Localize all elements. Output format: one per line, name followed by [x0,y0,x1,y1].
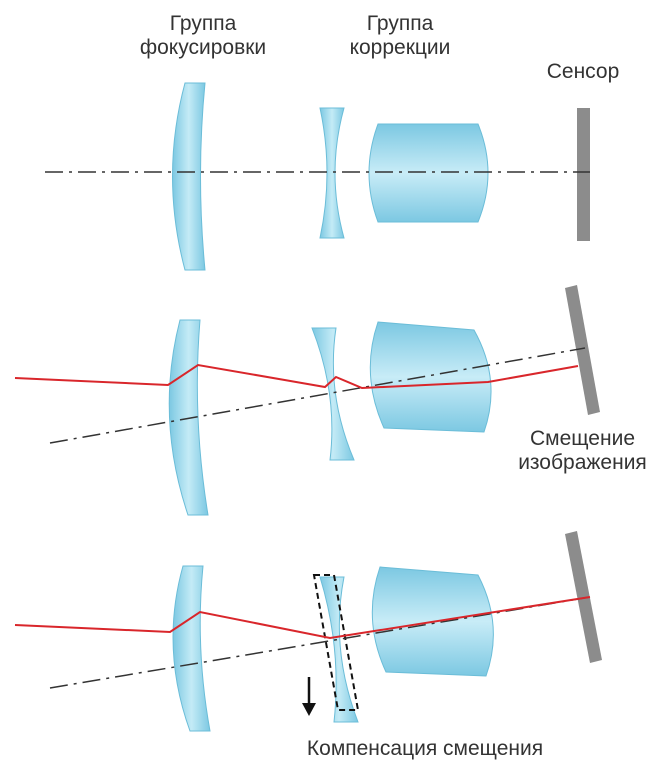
optical-axis [49,596,591,689]
arrow-down-icon [302,677,316,716]
focus-group-label-line-2: фокусировки [139,36,267,59]
correction-block [369,321,492,433]
sensor [565,531,602,663]
correction-group-label-line-1: Группа [366,12,434,35]
image-shift-label-line-1: Смещение [529,427,635,450]
light-ray [14,596,591,640]
correction-group-label: Группа коррекции [330,12,470,60]
focus-lens [172,565,211,732]
focus-lens [172,82,206,271]
panel-reference [45,82,590,271]
shift-compensation-label: Компенсация смещения [270,737,580,761]
correction-lens [319,576,359,723]
sensor [577,108,590,241]
correction-lens [311,327,355,461]
sensor [565,285,600,415]
correction-block [368,123,489,223]
focus-group-label: Группа фокусировки [118,12,288,60]
sensor-label-text: Сенсор [546,60,620,83]
optical-axis [49,347,586,444]
correction-lens-original-position [312,574,360,711]
shift-compensation-label-text: Компенсация смещения [306,737,544,760]
correction-group-label-line-2: коррекции [349,36,451,59]
panel-shift-compensation [14,531,602,732]
sensor-label: Сенсор [528,60,638,84]
light-ray [14,363,579,390]
image-shift-label-line-2: изображения [518,451,647,474]
correction-lens [319,107,345,239]
panel-image-shift [14,285,600,516]
focus-group-label-line-1: Группа [169,12,237,35]
focus-lens [168,319,209,516]
image-shift-label: Смещение изображения [500,427,665,475]
